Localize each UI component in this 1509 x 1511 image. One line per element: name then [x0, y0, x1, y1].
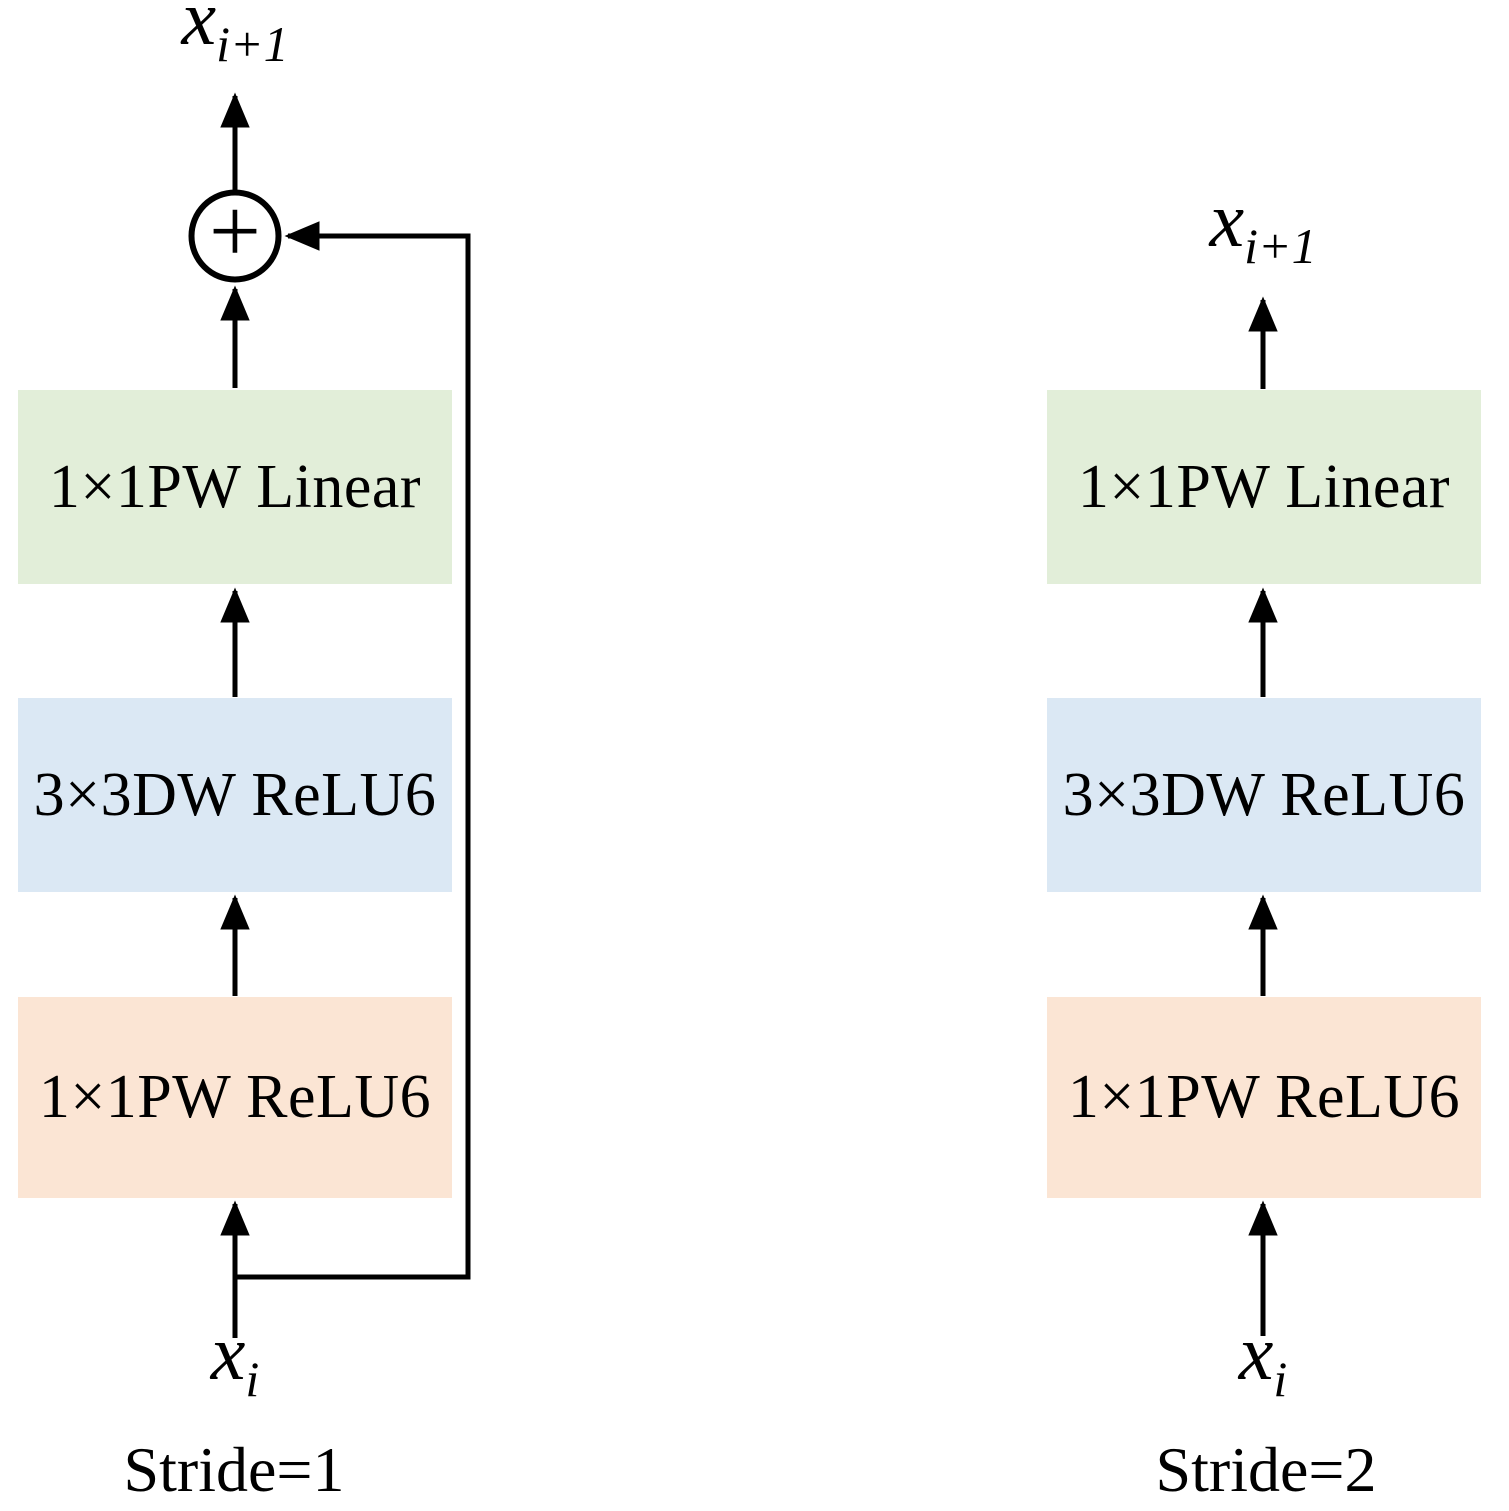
input-label-subscript: i [245, 1351, 260, 1407]
input-label-base: x [210, 1309, 246, 1396]
left-output-label: xi+1 [125, 0, 345, 70]
output-label-subscript: i+1 [216, 16, 289, 72]
input-label-base: x [1238, 1309, 1274, 1396]
output-label-base: x [181, 0, 217, 61]
input-label-subscript: i [1273, 1351, 1288, 1407]
stride-2-caption: Stride=2 [1155, 1434, 1377, 1505]
residual-skip-connection [235, 221, 471, 1280]
block-pw-relu6-left: 1×1PW ReLU6 [18, 997, 452, 1198]
add-node-circle [188, 189, 282, 283]
right-input-label: xi [1153, 1314, 1373, 1405]
block-pw-linear-left: 1×1PW Linear [18, 390, 452, 584]
stride-1-caption: Stride=1 [123, 1434, 345, 1505]
block-dw-relu6-left: 3×3DW ReLU6 [18, 698, 452, 892]
left-input-label: xi [125, 1314, 345, 1405]
output-label-base: x [1209, 176, 1245, 263]
plus-icon: + [209, 180, 261, 282]
block-dw-relu6-right: 3×3DW ReLU6 [1047, 698, 1481, 892]
right-output-label: xi+1 [1153, 181, 1373, 272]
block-pw-relu6-right: 1×1PW ReLU6 [1047, 997, 1481, 1198]
block-pw-linear-right: 1×1PW Linear [1047, 390, 1481, 584]
output-label-subscript: i+1 [1244, 218, 1317, 274]
